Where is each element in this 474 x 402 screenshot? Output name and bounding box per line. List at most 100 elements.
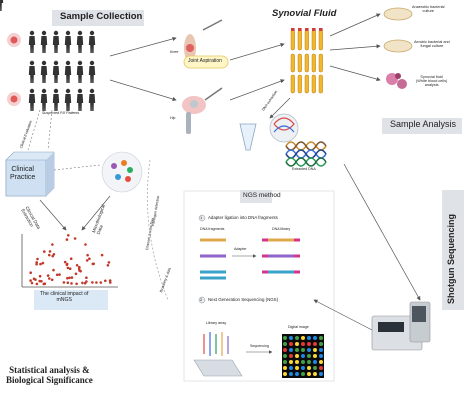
culture-dishes bbox=[383, 7, 413, 89]
dashed-links bbox=[27, 109, 101, 171]
library-array-label: Library array bbox=[206, 321, 227, 325]
scatter-point bbox=[73, 237, 77, 240]
digital-image-dot bbox=[319, 354, 323, 358]
scatter-point bbox=[30, 281, 34, 285]
digital-image-dot bbox=[313, 366, 317, 370]
synovial-tubes bbox=[290, 28, 323, 94]
scatter-point bbox=[81, 281, 84, 285]
scatter-point bbox=[35, 282, 39, 286]
scatter-point bbox=[106, 264, 110, 267]
digital-image-dot bbox=[283, 360, 287, 364]
scatter-point bbox=[95, 281, 98, 284]
statistical-title: Statistical analysis & Biological Signif… bbox=[6, 365, 93, 385]
digital-image-dot bbox=[295, 348, 299, 352]
step1-label: Adapter ligation into DNA fragments bbox=[208, 215, 278, 220]
sample-analysis-title: Sample Analysis bbox=[390, 119, 457, 129]
scatter-point bbox=[108, 279, 112, 282]
patient-silhouettes bbox=[0, 0, 4, 11]
scatter-point bbox=[66, 276, 69, 280]
knee-label: Knee bbox=[170, 50, 179, 54]
digital-image-dot bbox=[301, 348, 305, 352]
digital-image-dot bbox=[289, 348, 293, 352]
scatter-plot-axes bbox=[21, 234, 118, 288]
scatter-point bbox=[99, 281, 103, 284]
scatter-point bbox=[84, 243, 87, 246]
dna-fragment-bars bbox=[200, 238, 226, 280]
scatter-point bbox=[65, 263, 69, 267]
digital-image-dot bbox=[319, 360, 323, 364]
digital-image-dot bbox=[307, 372, 311, 376]
digital-image-dot bbox=[313, 354, 317, 358]
scatter-point bbox=[67, 234, 70, 237]
digital-image-dot bbox=[289, 366, 293, 370]
digital-image-dot bbox=[319, 342, 323, 346]
scatter-point bbox=[48, 253, 51, 257]
sample-collection-title: Sample Collection bbox=[60, 11, 143, 22]
scatter-point bbox=[109, 281, 112, 284]
scatter-point bbox=[86, 253, 89, 257]
hip-label: Hip bbox=[170, 116, 176, 120]
inflamed-joint-icons bbox=[7, 33, 21, 106]
digital-image-dots bbox=[283, 336, 323, 376]
digital-image-dot bbox=[301, 360, 305, 364]
scatter-point bbox=[104, 279, 107, 283]
scatter-point bbox=[34, 278, 37, 281]
extracted-dna-label: Extracted DNA bbox=[292, 167, 316, 171]
scatter-point bbox=[63, 260, 67, 264]
shotgun-title-box bbox=[442, 190, 464, 310]
dna-library-bars bbox=[262, 238, 300, 274]
scatter-point bbox=[79, 269, 82, 273]
joint-aspiration-label: Joint Aspiration bbox=[188, 58, 222, 64]
scatter-point bbox=[107, 261, 111, 264]
scatter-point bbox=[29, 271, 32, 275]
digital-image-dot bbox=[289, 336, 293, 340]
digital-image-label: Digital image bbox=[288, 325, 309, 329]
digital-image-dot bbox=[307, 366, 311, 370]
sequencing-label: Sequencing bbox=[250, 344, 269, 348]
scatter-point bbox=[91, 262, 95, 266]
digital-image-dot bbox=[283, 366, 287, 370]
digital-image-dot bbox=[295, 336, 299, 340]
digital-image-dot bbox=[283, 354, 287, 358]
digital-image-dot bbox=[295, 366, 299, 370]
digital-image-dot bbox=[313, 336, 317, 340]
scatter-point bbox=[66, 281, 70, 285]
scatter-point bbox=[88, 257, 91, 261]
scatter-point bbox=[36, 257, 39, 261]
digital-image-dot bbox=[289, 360, 293, 364]
workflow-arc bbox=[147, 159, 169, 301]
digital-image-dot bbox=[283, 372, 287, 376]
scatter-point bbox=[48, 250, 52, 253]
digital-image-dot bbox=[289, 354, 293, 358]
scatter-point bbox=[75, 264, 79, 267]
digital-image-dot bbox=[307, 342, 311, 346]
scatter-point bbox=[35, 261, 38, 264]
digital-image-dot bbox=[283, 348, 287, 352]
step2-label: Next Generation Sequencing (NGS) bbox=[208, 297, 279, 302]
clinical-practice-label: Clinical Practice bbox=[10, 166, 36, 181]
digital-image-dot bbox=[283, 342, 287, 346]
digital-image-dot bbox=[283, 336, 287, 340]
digital-image-dot bbox=[289, 372, 293, 376]
synovial-fluid-title: Synovial Fluid bbox=[272, 8, 337, 19]
culture-label-synovial: Synovial fluid (White blood cells) analy… bbox=[416, 75, 448, 88]
digital-image-dot bbox=[301, 354, 305, 358]
scatter-point bbox=[91, 281, 94, 284]
digital-image-dot bbox=[295, 354, 299, 358]
scatter-point bbox=[38, 274, 42, 278]
digital-image-dot bbox=[301, 366, 305, 370]
scatter-point bbox=[29, 279, 32, 282]
digital-image-dot bbox=[295, 342, 299, 346]
scatter-point bbox=[75, 282, 78, 286]
step2-number: 2 bbox=[200, 296, 203, 302]
scatter-point bbox=[74, 272, 78, 276]
scatter-point bbox=[70, 282, 73, 285]
step1-number: 1 bbox=[200, 214, 203, 220]
culture-label-aerobic: Aerobic bacterial and fungal culture bbox=[414, 40, 450, 49]
digital-image-dot bbox=[301, 372, 305, 376]
digital-image-dot bbox=[313, 360, 317, 364]
digital-image-dot bbox=[319, 366, 323, 370]
scatter-point bbox=[65, 238, 69, 241]
